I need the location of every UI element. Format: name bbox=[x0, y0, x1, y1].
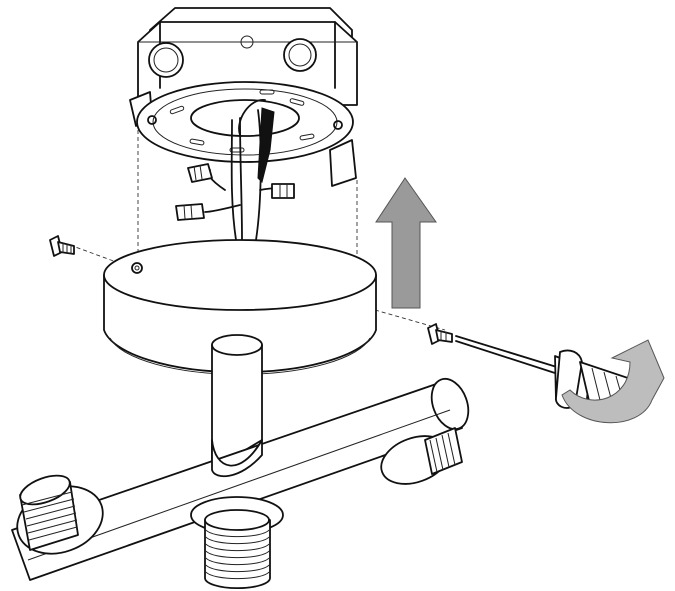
wire-connector bbox=[175, 203, 205, 221]
wire-connector bbox=[187, 163, 213, 183]
canopy bbox=[103, 239, 377, 375]
wire-connector bbox=[271, 183, 295, 199]
threaded-socket-center bbox=[190, 496, 284, 590]
mounting-screw-right bbox=[427, 323, 453, 345]
rotate-clockwise-arrow-icon bbox=[561, 339, 665, 424]
threaded-socket-right bbox=[380, 427, 463, 485]
threaded-socket-left bbox=[16, 474, 104, 555]
house-wires bbox=[204, 99, 283, 241]
black-wire bbox=[257, 107, 275, 183]
lift-up-arrow-icon bbox=[375, 177, 437, 309]
mounting-screw-left bbox=[49, 235, 75, 257]
fixture-crossbar bbox=[11, 377, 470, 581]
mounting-bracket bbox=[129, 81, 357, 187]
